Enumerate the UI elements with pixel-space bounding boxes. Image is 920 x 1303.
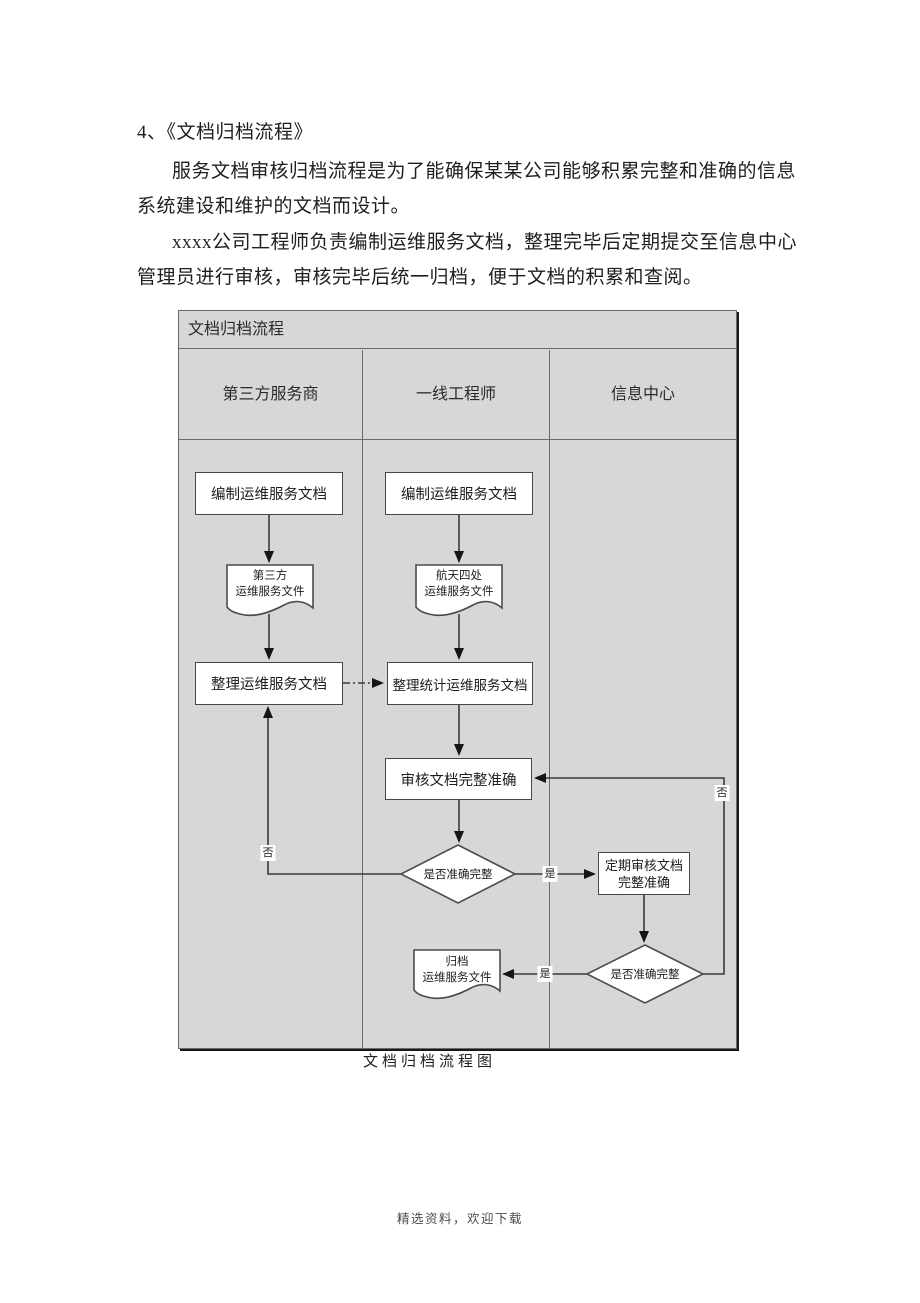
edge-label-yes-1: 是: [542, 866, 558, 882]
edge-label-no-1: 否: [260, 845, 276, 861]
archive-document-shape: [413, 949, 501, 1000]
engineer-document-shape: [415, 564, 503, 617]
lane-divider-2: [549, 350, 550, 1048]
vendor-document-shape: [226, 564, 314, 617]
arrow-decision-no-to-vendor: [263, 706, 401, 875]
engineer-decision-label: 是否准确完整: [423, 869, 493, 881]
edge-label-no-2: 否: [714, 785, 730, 801]
node-vendor-compile: 编制运维服务文档: [195, 472, 343, 515]
archive-document-label: 归档 运维服务文件: [422, 956, 492, 984]
page-footer: 精选资料，欢迎下载: [396, 1212, 523, 1226]
flowchart: 文档归档流程 第三方服务商 一线工程师 信息中心: [178, 310, 737, 1049]
lane-header-engineer: 一线工程师: [415, 386, 496, 403]
node-engineer-review: 审核文档完整准确: [385, 758, 532, 800]
section-heading: 4、《文档归档流程》: [137, 122, 314, 143]
lane-divider-1: [362, 350, 363, 1048]
edge-label-yes-2: 是: [537, 966, 553, 982]
vendor-document-label: 第三方 运维服务文件: [235, 570, 305, 598]
paragraph1-line2: 系统建设和维护的文档而设计。: [137, 196, 411, 217]
lane-header-divider: [179, 439, 736, 440]
lane-header-center: 信息中心: [610, 386, 675, 403]
engineer-decision-diamond: [399, 844, 517, 904]
flowchart-title: 文档归档流程: [179, 311, 736, 349]
node-engineer-compile: 编制运维服务文档: [385, 472, 533, 515]
figure-caption: 文档归档流程图: [363, 1054, 497, 1070]
node-vendor-organize: 整理运维服务文档: [195, 662, 343, 705]
node-center-review: 定期审核文档 完整准确: [598, 852, 690, 895]
flow-connectors: [226, 515, 725, 1004]
paragraph2-line1: xxxx公司工程师负责编制运维服务文档，整理完毕后定期提交至信息中心: [172, 232, 798, 253]
node-center-review-line1: 定期审核文档: [604, 857, 683, 873]
paragraph1-line1: 服务文档审核归档流程是为了能确保某某公司能够积累完整和准确的信息: [172, 161, 797, 182]
paragraph2-line2: 管理员进行审核，审核完毕后统一归档，便于文档的积累和查阅。: [137, 267, 703, 288]
center-decision-diamond: [585, 944, 705, 1004]
lane-header-vendor: 第三方服务商: [222, 386, 319, 403]
center-decision-label: 是否准确完整: [610, 969, 680, 981]
engineer-document-label: 航天四处 运维服务文件: [424, 570, 494, 598]
node-engineer-organize: 整理统计运维服务文档: [387, 662, 533, 705]
arrow-center-no-to-review: [534, 773, 725, 975]
node-center-review-line2: 完整准确: [617, 874, 670, 890]
